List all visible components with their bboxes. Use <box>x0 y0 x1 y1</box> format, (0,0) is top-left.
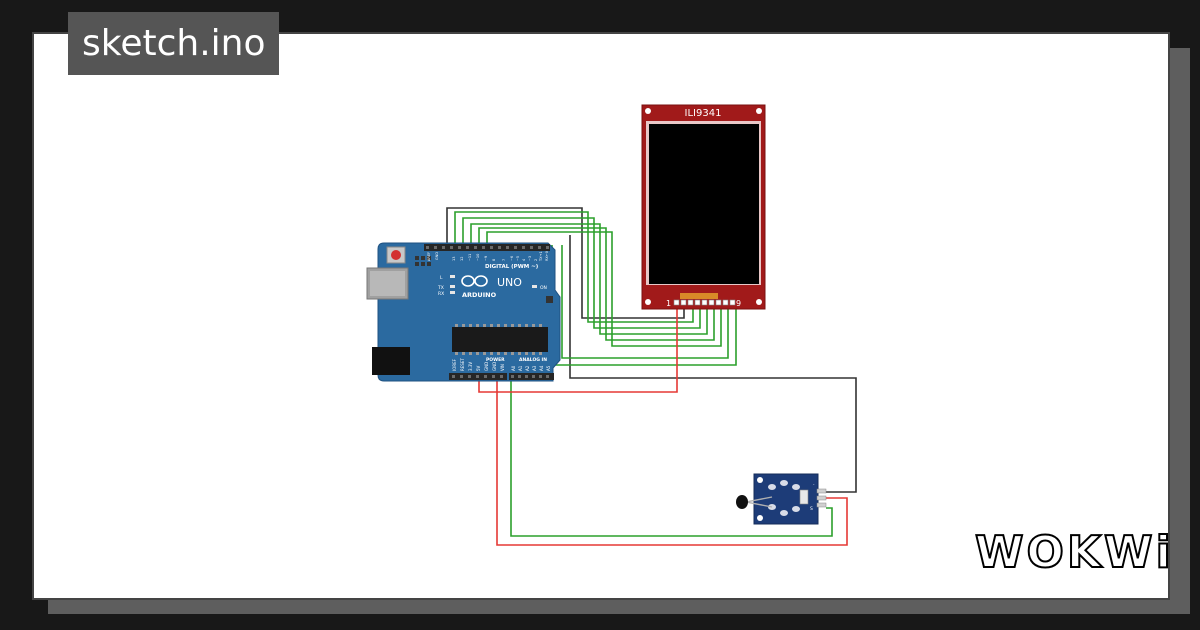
wire-signal-3 <box>470 223 708 335</box>
thermistor-bead <box>736 495 748 509</box>
pin-label-d13: 13 <box>452 257 456 261</box>
power-pin-labels: IOREF RESET 3.3V 5V GND GND VIN <box>452 358 505 371</box>
ntc-temperature-sensor[interactable]: - S <box>736 473 827 525</box>
pin-label-gnd-2: GND <box>492 362 497 371</box>
wire-signal-6 <box>561 245 729 359</box>
display-mount-hole <box>756 299 762 305</box>
atmega-chip <box>452 327 548 352</box>
pin-label-d6: ~6 <box>510 256 514 261</box>
power-wires <box>478 303 848 546</box>
label-l: L <box>440 275 443 281</box>
pin-label-vin: VIN <box>500 364 505 371</box>
sensor-label-minus: - <box>813 482 815 487</box>
signal-wires <box>454 211 833 537</box>
icsp-header <box>415 256 431 266</box>
wire-signal-2 <box>462 217 701 329</box>
label-gnd: GND <box>435 252 439 260</box>
wokwi-logo-text: WOKWi <box>975 527 1174 578</box>
display-flex-connector <box>680 293 718 299</box>
pin-label-a1: A1 <box>518 365 523 371</box>
pin-label-a4: A4 <box>539 365 544 371</box>
sensor-mount-hole <box>757 515 763 521</box>
pin-label-d0: RX←0 <box>545 251 549 261</box>
led-tx <box>450 285 455 288</box>
power-analog-header-pins <box>452 375 549 378</box>
display-pin-last-label: 9 <box>736 299 741 308</box>
reset-button-cap[interactable] <box>391 250 401 260</box>
pin-label-d12: 12 <box>460 257 464 261</box>
pin-label-a3: A3 <box>532 365 537 371</box>
header-digital: DIGITAL (PWM ~) <box>485 264 539 270</box>
pin-label-a0: A0 <box>511 365 516 371</box>
pin-label-d8: 8 <box>492 259 496 261</box>
pin-label-a2: A2 <box>525 365 530 371</box>
label-aref: AREF <box>427 252 431 261</box>
label-tx: TX <box>437 285 444 291</box>
led-rx <box>450 291 455 294</box>
led-l <box>450 275 455 278</box>
sensor-mount-hole <box>757 477 763 483</box>
sensor-pads <box>768 480 800 516</box>
simulation-canvas[interactable] <box>32 32 1170 600</box>
thermistor <box>736 495 773 509</box>
sensor-label-s: S <box>810 506 813 512</box>
pin-label-ioref: IOREF <box>452 358 457 371</box>
display-mount-hole <box>645 299 651 305</box>
wire-signal-1 <box>454 211 694 323</box>
digital-header-pins <box>426 246 549 249</box>
pin-label-gnd-1: GND <box>484 362 489 371</box>
header-analog: ANALOG IN <box>519 357 547 363</box>
pin-label-d7: 7 <box>502 259 506 261</box>
wire-power-display <box>478 303 678 393</box>
wires <box>446 207 857 546</box>
display-pin-header <box>673 299 736 306</box>
pin-label-d4: 4 <box>522 258 526 261</box>
header-power: POWER <box>486 357 505 363</box>
pin-label-d10: ~10 <box>476 254 480 261</box>
arduino-uno[interactable]: AREF GND DIGITAL (PWM ~) ARDUINO UNO L T… <box>366 242 561 382</box>
wire-gnd-sensor <box>569 235 857 493</box>
analog-header <box>509 373 554 380</box>
pin-label-reset: RESET <box>460 358 465 371</box>
pin-label-d9: ~9 <box>484 256 488 261</box>
arduino-logo: ARDUINO UNO <box>461 275 522 299</box>
wire-signal-5 <box>486 231 722 347</box>
display-mount-hole <box>756 108 762 114</box>
power-jack <box>372 347 410 375</box>
pin-label-3v3: 3.3V <box>468 362 473 371</box>
analog-pin-labels: A0 A1 A2 A3 A4 A5 <box>511 365 551 371</box>
pin-label-d3: ~3 <box>528 256 532 261</box>
label-on: ON <box>540 285 547 291</box>
pin-label-d11: ~11 <box>468 254 472 261</box>
sensor-resistor <box>799 489 809 505</box>
gnd-wires <box>446 207 857 493</box>
digital-header <box>424 244 550 251</box>
wire-gnd-display <box>446 207 685 319</box>
display-label: ILI9341 <box>685 108 722 119</box>
brand-label: ARDUINO <box>462 291 497 299</box>
project-title: sketch.ino <box>68 12 280 75</box>
smd-chip <box>546 296 553 303</box>
display-screen <box>649 124 759 284</box>
ili9341-display[interactable]: ILI9341 1 9 <box>641 104 766 310</box>
wire-signal-4 <box>478 227 715 341</box>
usb-port-inner <box>370 271 405 296</box>
display-pin-first-label: 1 <box>666 299 671 308</box>
pin-label-5v: 5V <box>476 365 481 371</box>
sensor-pins <box>816 488 827 508</box>
label-rx: RX <box>438 291 444 297</box>
pin-label-d5: ~5 <box>516 256 520 261</box>
model-label: UNO <box>497 276 522 289</box>
led-on <box>532 285 537 288</box>
pin-label-d2: 2 <box>534 259 538 261</box>
pin-label-a5: A5 <box>546 365 551 371</box>
wire-power-sensor <box>496 377 848 546</box>
wire-signal-8 <box>510 377 833 537</box>
digital-pin-labels: 13 12 ~11 ~10 ~9 8 7 ~6 ~5 4 ~3 2 TX→1 R… <box>452 251 549 262</box>
atmega-chip-legs <box>455 324 542 355</box>
wokwi-logo: WOKWi <box>974 526 1174 579</box>
display-mount-hole <box>645 108 651 114</box>
pin-label-d1: TX→1 <box>539 251 543 262</box>
